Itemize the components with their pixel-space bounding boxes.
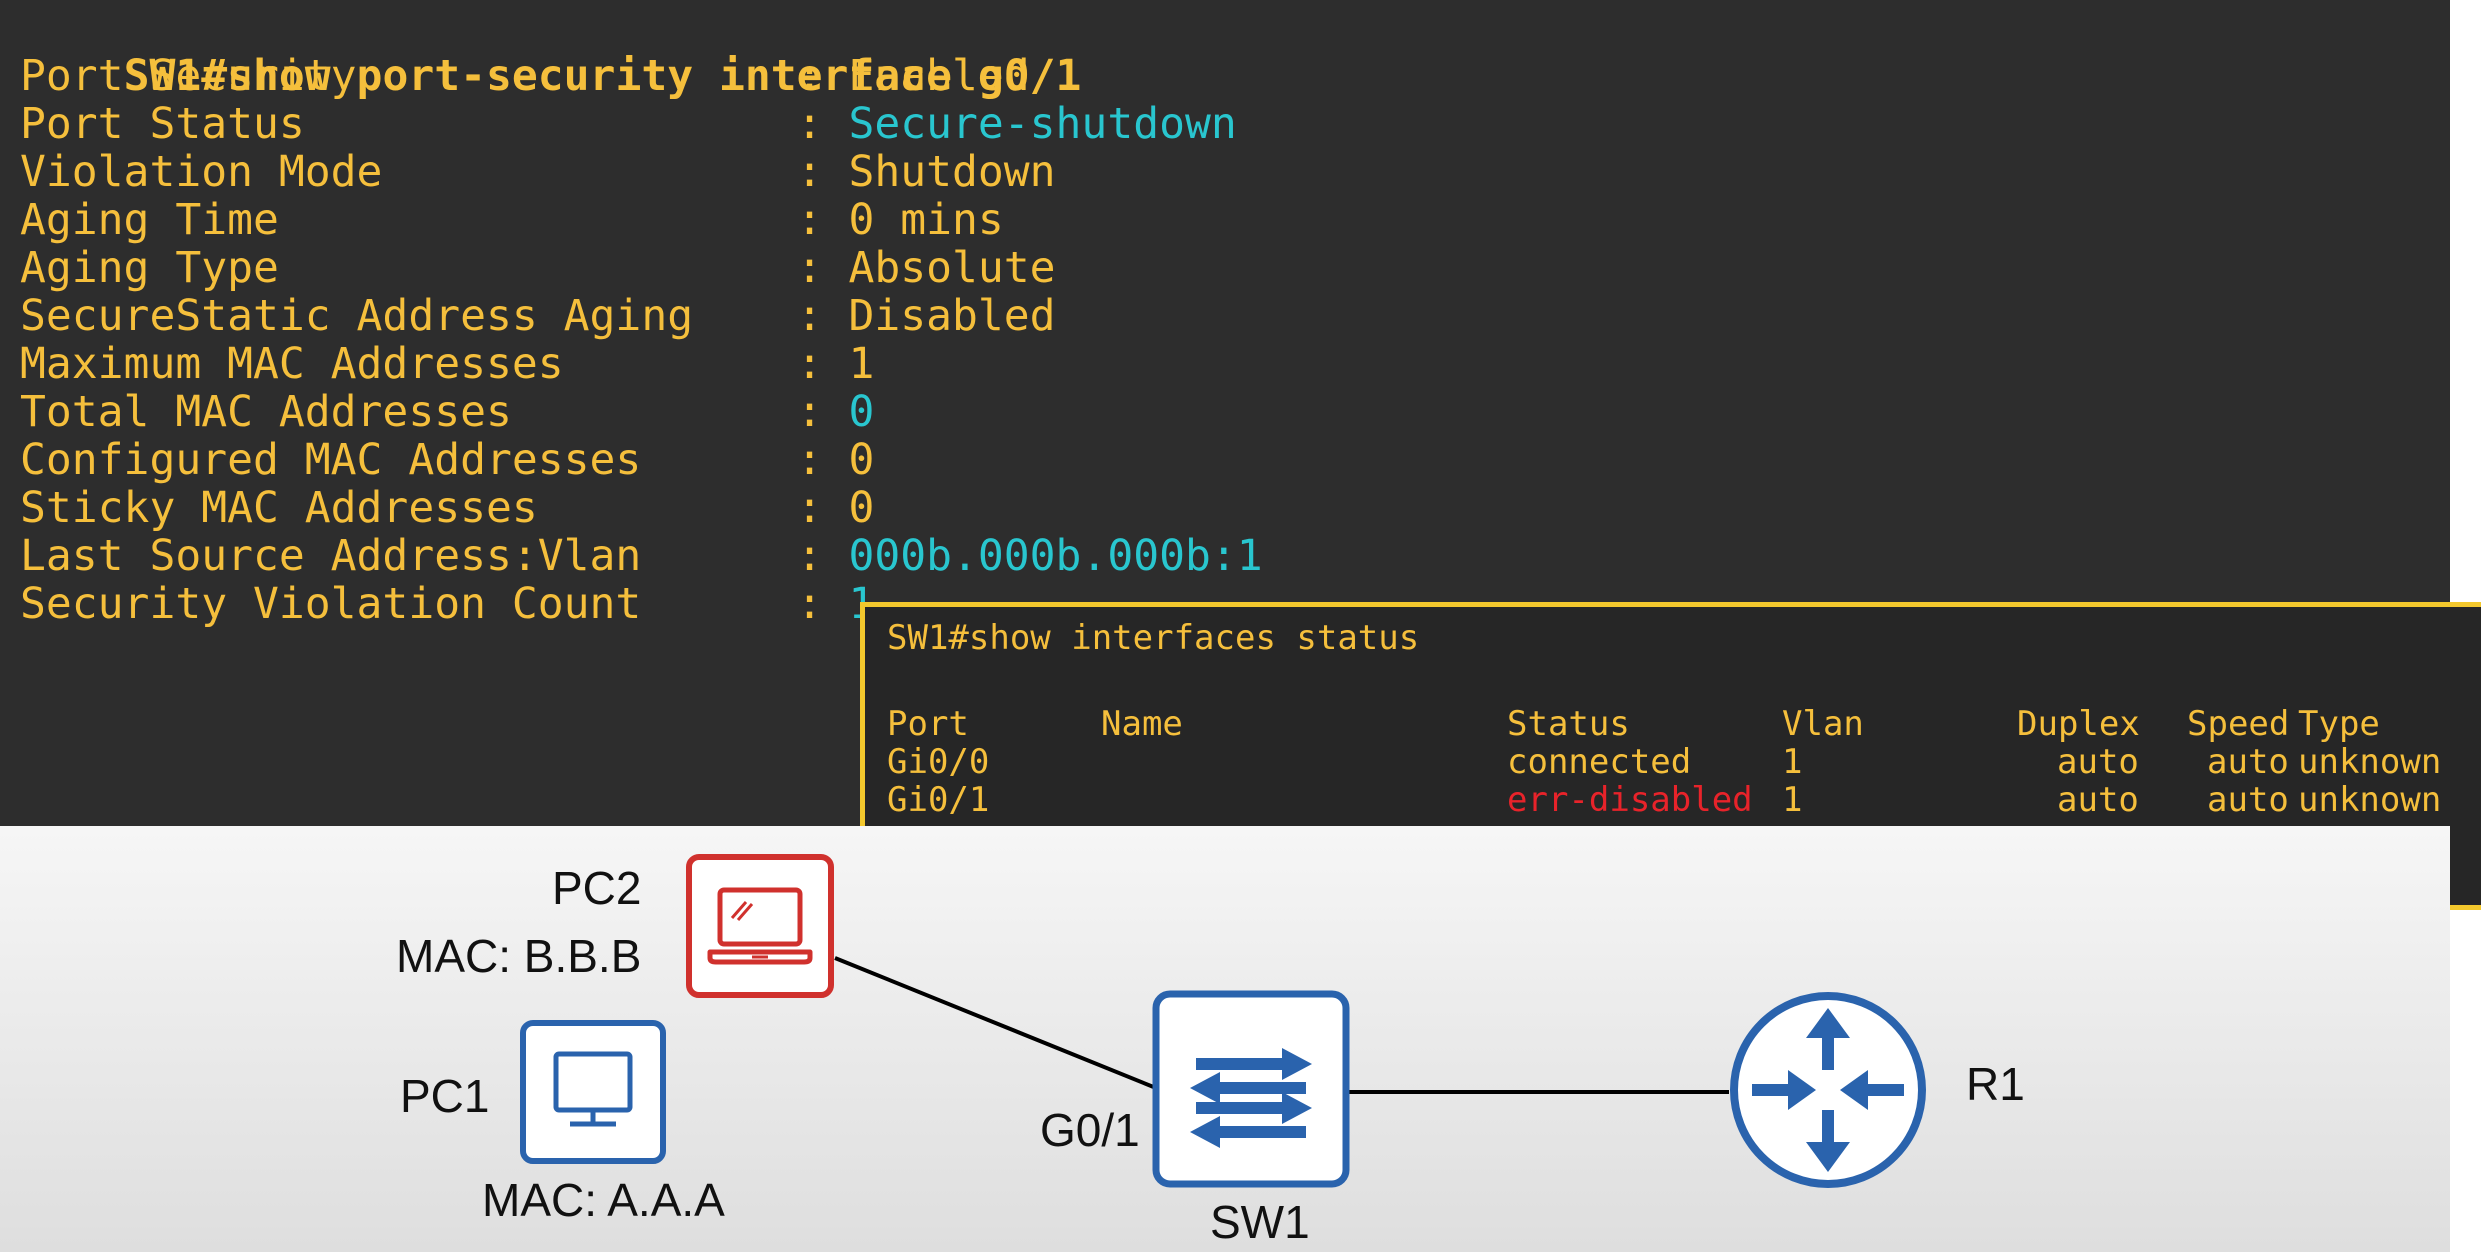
status-command: SW1#show interfaces status <box>887 618 1420 658</box>
row0-port: Gi0/0 <box>887 742 990 782</box>
pc1-device[interactable] <box>520 1020 666 1164</box>
terminal-line-separator: : <box>796 99 849 149</box>
terminal-line-value: 000b.000b.000b:1 <box>848 531 1263 581</box>
sw1-device[interactable] <box>1152 990 1350 1188</box>
col-header-status: Status <box>1507 704 1630 744</box>
terminal-line-separator: : <box>796 51 849 101</box>
terminal-line-value: Absolute <box>848 243 1056 293</box>
pc1-mac-label: MAC: A.A.A <box>482 1174 725 1226</box>
terminal-line-label: Last Source Address:Vlan <box>20 531 797 581</box>
diagram-links <box>834 956 1729 1094</box>
link-pc2-sw1 <box>834 956 1157 1090</box>
row0-status: connected <box>1507 742 1692 782</box>
terminal-line-label: Port Status <box>20 99 797 149</box>
terminal-line-value: Disabled <box>848 291 1056 341</box>
terminal-line-label: Violation Mode <box>20 147 797 197</box>
pc1-label: PC1 <box>400 1070 490 1122</box>
terminal-line: Last Source Address:Vlan : 000b.000b.000… <box>20 532 1263 580</box>
col-header-type: Type <box>2298 704 2380 744</box>
terminal-line-separator: : <box>796 483 849 533</box>
terminal-port-security: SW1#show port-security interface g0/1 Po… <box>0 0 2450 826</box>
terminal-line: Violation Mode : Shutdown <box>20 148 1056 196</box>
row0-vlan: 1 <box>1782 742 1803 782</box>
row1-vlan: 1 <box>1782 780 1803 820</box>
col-header-duplex: Duplex <box>2017 704 2140 744</box>
router-icon <box>1730 992 1926 1188</box>
terminal-line-value: Secure-shutdown <box>848 99 1237 149</box>
col-header-vlan: Vlan <box>1782 704 1864 744</box>
terminal-line-label: Port Security <box>20 51 797 101</box>
row1-port: Gi0/1 <box>887 780 990 820</box>
sw1-label: SW1 <box>1210 1196 1310 1248</box>
switch-icon <box>1152 990 1350 1188</box>
row0-type: unknown <box>2298 742 2442 782</box>
col-header-port: Port <box>887 704 969 744</box>
terminal-line-label: Security Violation Count <box>20 579 797 629</box>
terminal-line-separator: : <box>796 435 849 485</box>
terminal-line-separator: : <box>796 531 849 581</box>
terminal-line-label: SecureStatic Address Aging <box>20 291 797 341</box>
laptop-icon <box>686 854 834 998</box>
pc2-mac-label: MAC: B.B.B <box>396 930 642 982</box>
col-header-speed: Speed <box>2187 704 2290 744</box>
terminal-line-separator: : <box>796 195 849 245</box>
terminal-line-value: 1 <box>848 339 875 389</box>
terminal-line-value: 0 <box>848 483 875 533</box>
sw1-port-label: G0/1 <box>1040 1104 1140 1156</box>
terminal-line-separator: : <box>796 387 849 437</box>
terminal-line-separator: : <box>796 291 849 341</box>
terminal-line-separator: : <box>796 339 849 389</box>
terminal-line-value: Shutdown <box>848 147 1056 197</box>
terminal-line: Configured MAC Addresses : 0 <box>20 436 874 484</box>
terminal-line-separator: : <box>796 579 849 629</box>
terminal-line-separator: : <box>796 147 849 197</box>
col-header-name: Name <box>1101 704 1183 744</box>
network-diagram: PC2 MAC: B.B.B PC1 MAC: A.A.A <box>0 826 2450 1252</box>
row1-speed: auto <box>2207 780 2289 820</box>
terminal-line-label: Aging Type <box>20 243 797 293</box>
terminal-line: Port Security : Enabled <box>20 52 1030 100</box>
terminal-line: SecureStatic Address Aging : Disabled <box>20 292 1056 340</box>
terminal-line: Maximum MAC Addresses : 1 <box>20 340 874 388</box>
terminal-line: Aging Type : Absolute <box>20 244 1056 292</box>
terminal-command: SW1#show port-security interface g0/1 <box>123 51 1082 101</box>
terminal-line-value: 0 <box>848 387 875 437</box>
terminal-line: Security Violation Count : 1 <box>20 580 874 628</box>
r1-device[interactable] <box>1728 990 1928 1190</box>
terminal-line: Port Status : Secure-shutdown <box>20 100 1237 148</box>
pc2-device[interactable] <box>686 854 834 998</box>
row1-type: unknown <box>2298 780 2442 820</box>
terminal-line-label: Total MAC Addresses <box>20 387 797 437</box>
terminal-line-label: Configured MAC Addresses <box>20 435 797 485</box>
terminal-line-label: Maximum MAC Addresses <box>20 339 797 389</box>
terminal-command-line: SW1#show port-security interface g0/1 <box>20 4 1082 100</box>
row1-status: err-disabled <box>1507 780 1753 820</box>
row0-speed: auto <box>2207 742 2289 782</box>
r1-label: R1 <box>1966 1058 2025 1110</box>
terminal-line-label: Aging Time <box>20 195 797 245</box>
terminal-line-value: Enabled <box>848 51 1030 101</box>
row1-duplex: auto <box>2057 780 2139 820</box>
terminal-line: Total MAC Addresses : 0 <box>20 388 874 436</box>
terminal-line-value: 0 mins <box>848 195 1004 245</box>
row0-duplex: auto <box>2057 742 2139 782</box>
terminal-line: Sticky MAC Addresses : 0 <box>20 484 874 532</box>
terminal-line-label: Sticky MAC Addresses <box>20 483 797 533</box>
terminal-line-separator: : <box>796 243 849 293</box>
desktop-monitor-icon <box>520 1020 666 1164</box>
pc2-label: PC2 <box>552 862 642 914</box>
terminal-line: Aging Time : 0 mins <box>20 196 1004 244</box>
terminal-line-value: 0 <box>848 435 875 485</box>
